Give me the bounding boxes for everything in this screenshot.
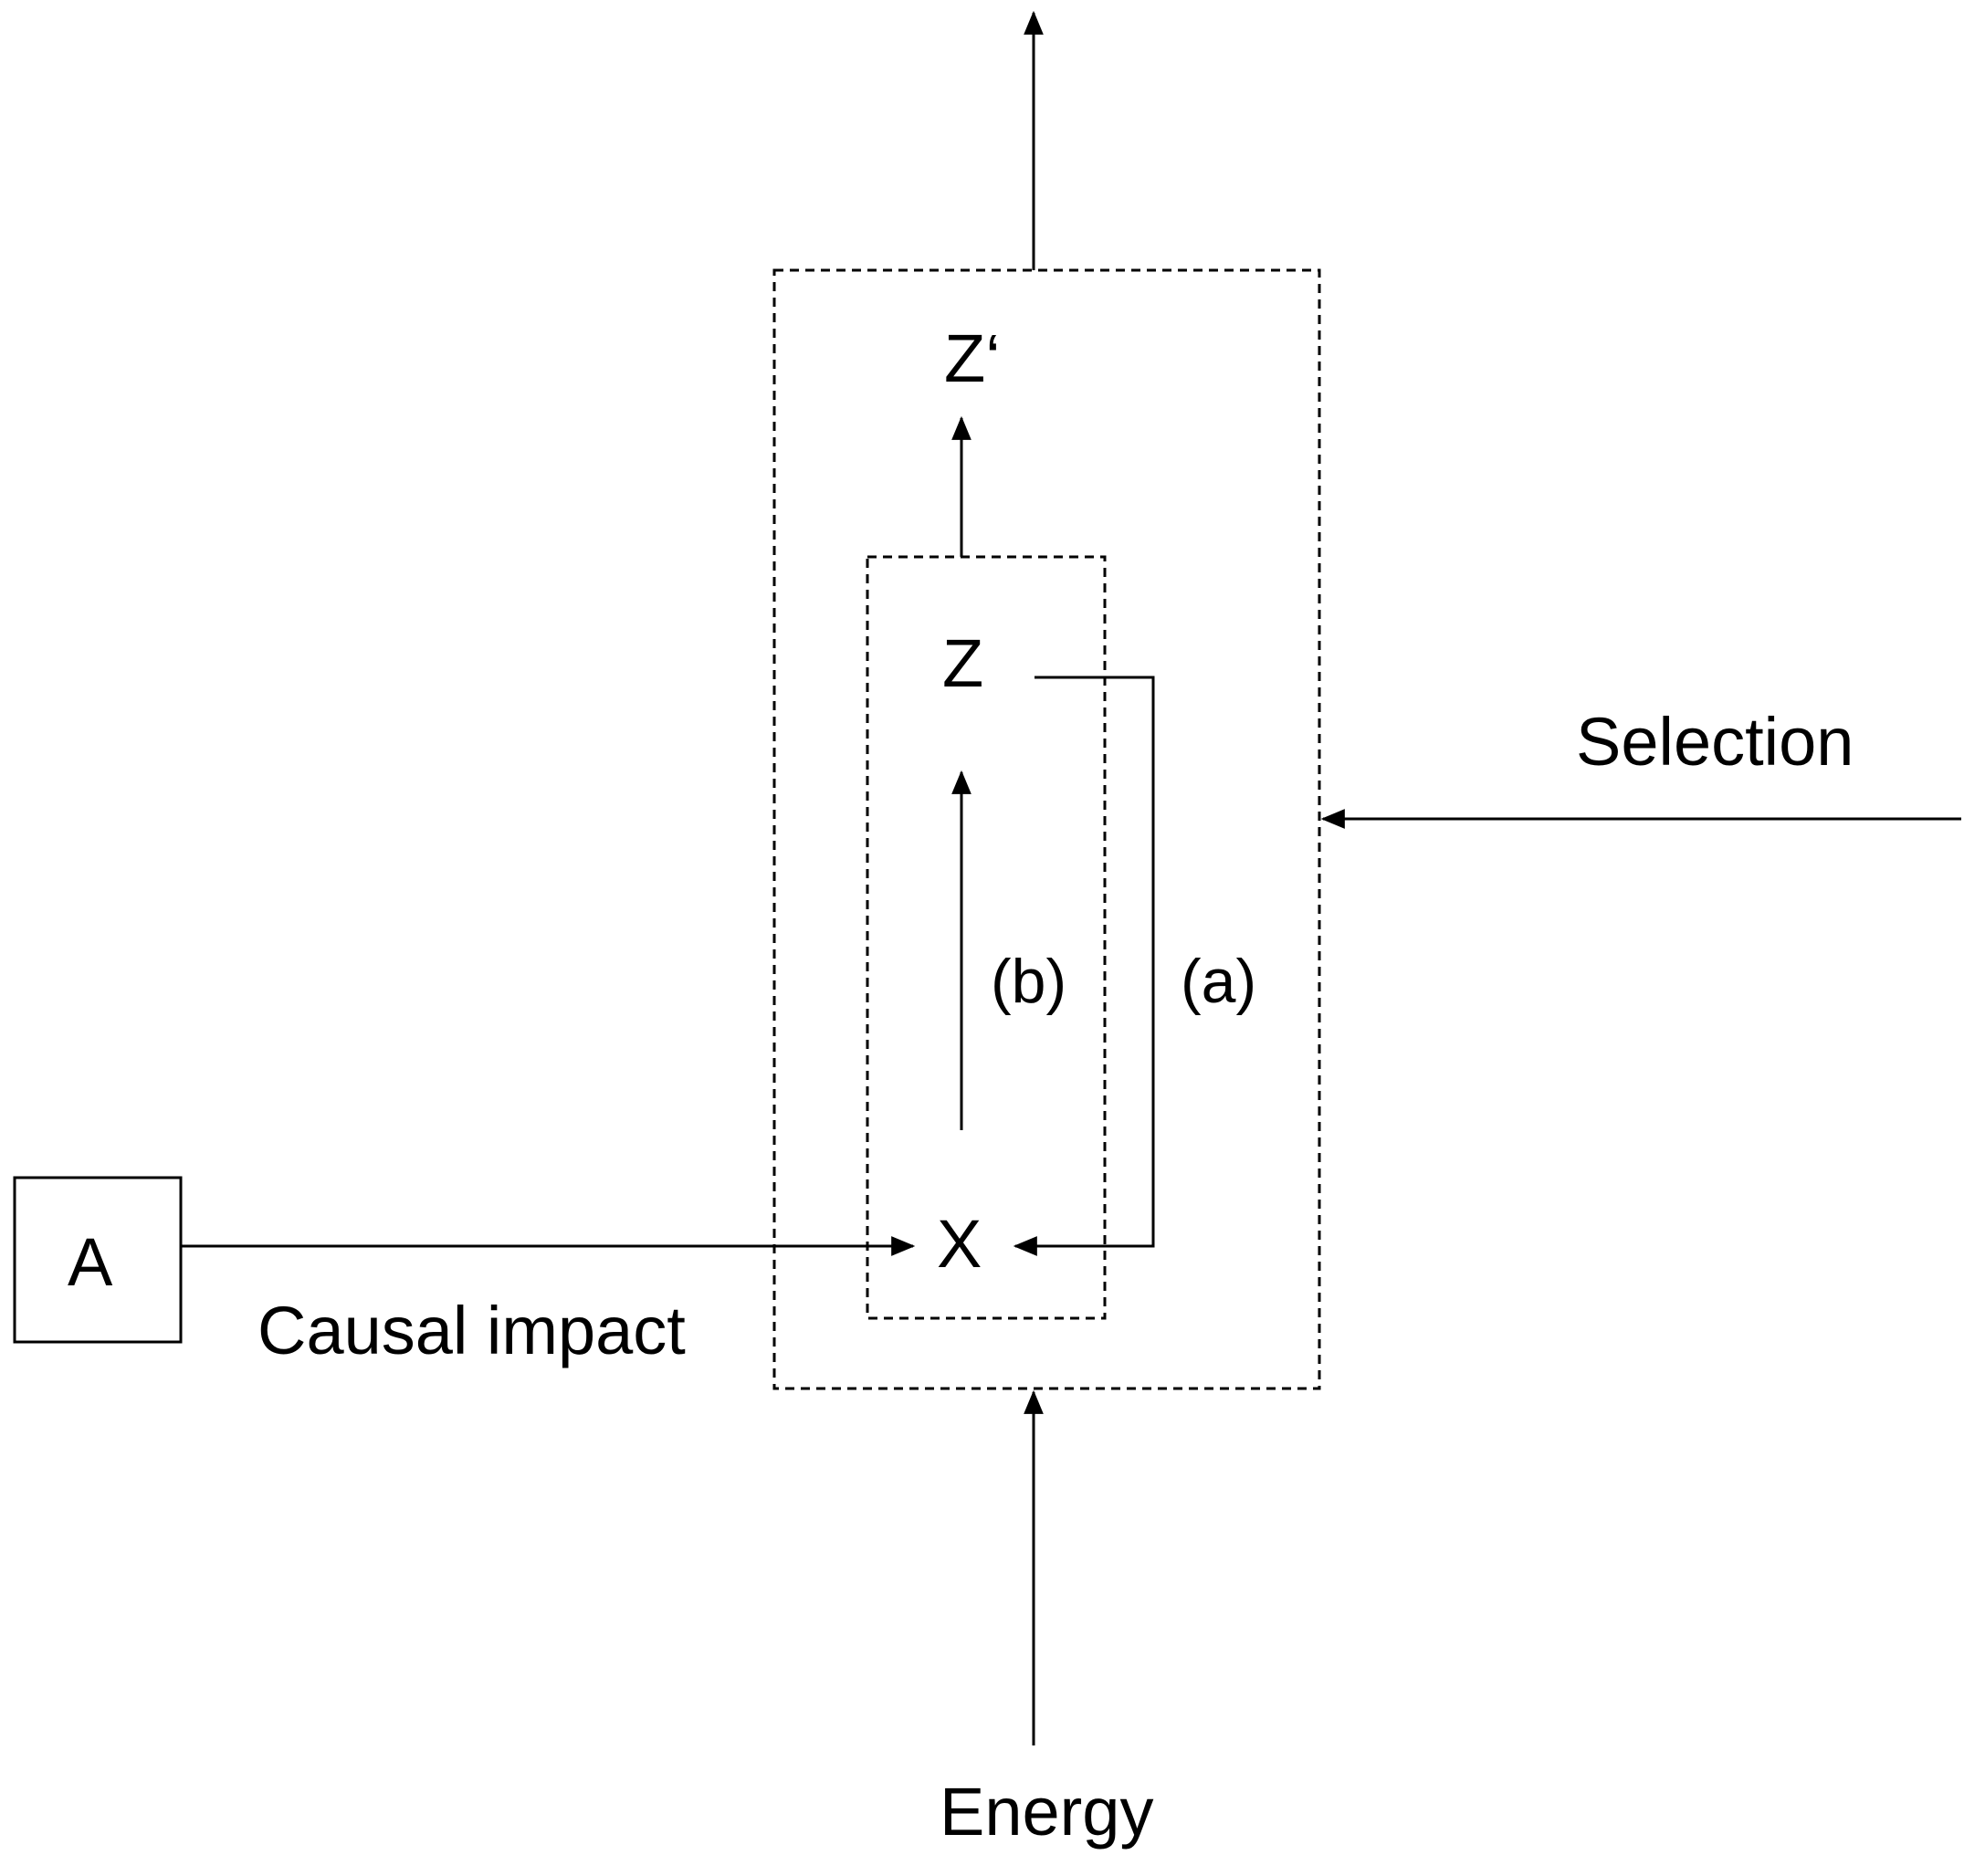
causal-impact-label: Causal impact	[257, 1293, 686, 1368]
node-a-label: A	[68, 1224, 113, 1300]
path-a-loop	[1013, 676, 1155, 1256]
inner-system-boundary	[866, 555, 1107, 1320]
path-b-label: (b)	[991, 947, 1066, 1016]
path-a-label: (a)	[1181, 947, 1256, 1016]
node-z-label: Z	[942, 625, 983, 701]
energy-label: Energy	[940, 1774, 1153, 1850]
outer-system-boundary	[772, 268, 1321, 1390]
node-x-label: X	[937, 1206, 982, 1282]
node-a-box	[13, 1176, 183, 1344]
node-z-prime-label: Z‘	[944, 320, 1001, 396]
selection-label: Selection	[1576, 704, 1854, 780]
